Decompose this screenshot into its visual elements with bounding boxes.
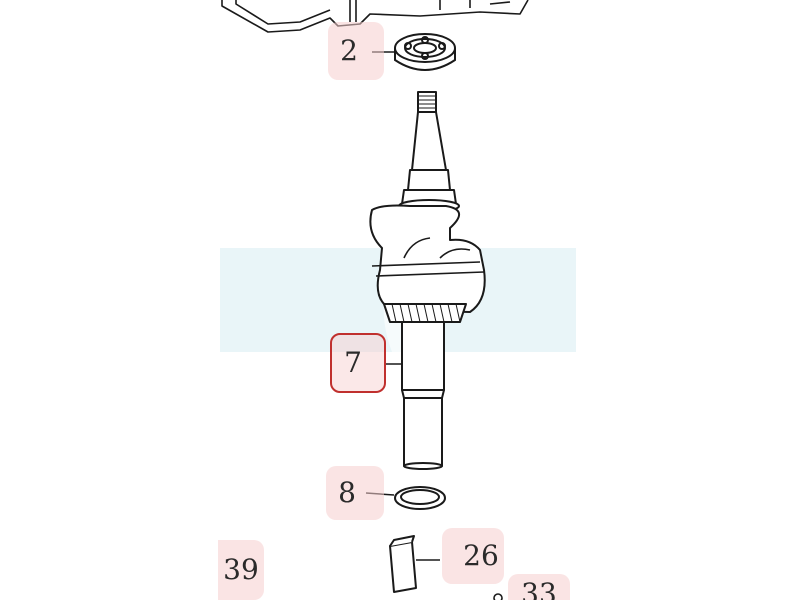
callout-8: 8: [326, 466, 384, 520]
woodruff-key: [389, 535, 417, 593]
callout-26-label: 26: [463, 539, 499, 572]
callout-2: 2: [328, 22, 384, 80]
callout-33: 33: [508, 574, 570, 600]
callout-7: 7: [330, 333, 386, 393]
o-ring: [394, 486, 446, 510]
callout-2-label: 2: [340, 34, 358, 67]
crankshaft: [369, 91, 486, 470]
callout-26: 26: [442, 528, 504, 584]
callout-39: 39: [218, 540, 264, 600]
callout-8-label: 8: [338, 476, 356, 509]
ball-bearing: [394, 33, 456, 71]
callout-7-label: 7: [344, 346, 362, 379]
callout-33-label: 33: [521, 577, 557, 600]
small-part: [493, 593, 503, 600]
callout-39-label: 39: [223, 553, 259, 586]
